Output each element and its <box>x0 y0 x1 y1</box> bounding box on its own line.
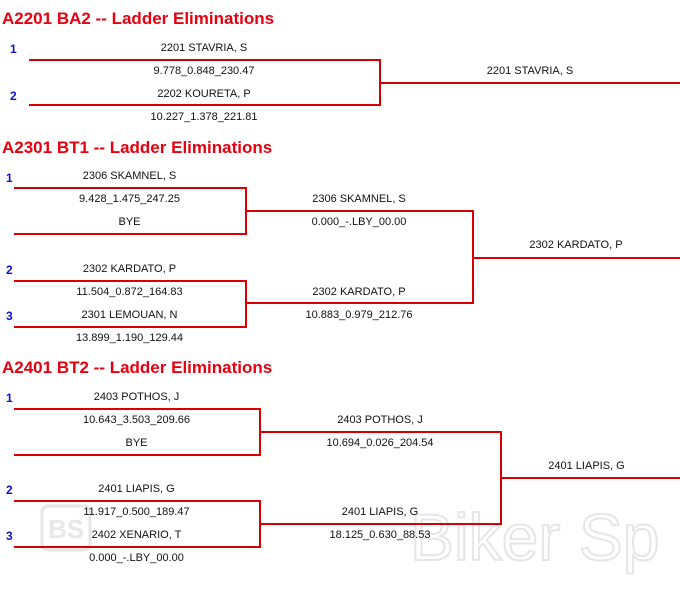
bracket-line <box>14 187 247 189</box>
bracket-line <box>14 546 261 548</box>
seed-number: 2 <box>6 263 13 277</box>
seed-number: 1 <box>10 42 17 56</box>
competitor-stats: 9.778_0.848_230.47 <box>153 65 255 77</box>
bracket-line <box>14 280 247 282</box>
competitor-name: 2306 SKAMNEL, S <box>82 170 177 182</box>
competitor-stats: 11.917_0.500_189.47 <box>83 506 190 518</box>
competitor-name: 2306 SKAMNEL, S <box>312 193 406 205</box>
competitor-name: 2302 KARDATO, P <box>82 263 177 275</box>
competitor-stats: 10.694_0.026_204.54 <box>326 437 434 449</box>
bracket-line <box>14 500 261 502</box>
competitor-name: BYE <box>118 216 141 228</box>
competitor-name: 2301 LEMOUAN, N <box>81 309 178 321</box>
bracket-line <box>259 431 502 433</box>
seed-number: 1 <box>6 391 13 405</box>
competitor-stats: 10.883_0.979_212.76 <box>305 309 413 321</box>
winner-name: 2401 LIAPIS, G <box>548 460 625 472</box>
bracket-line <box>14 233 247 235</box>
winner-name: 2302 KARDATO, P <box>529 239 623 251</box>
bracket-line <box>245 210 474 212</box>
seed-number: 2 <box>6 483 13 497</box>
competitor-name: 2403 POTHOS, J <box>93 391 180 403</box>
bracket-line <box>29 104 381 106</box>
competitor-stats: 0.000_-.LBY_00.00 <box>311 216 407 228</box>
bracket-line <box>14 454 261 456</box>
seed-number: 3 <box>6 529 13 543</box>
competitor-name: 2401 LIAPIS, G <box>341 506 419 518</box>
seed-number: 3 <box>6 309 13 323</box>
competitor-name: 2202 KOURETA, P <box>157 88 251 100</box>
competitor-stats: 10.643_3.503_209.66 <box>82 414 191 426</box>
bracket-line <box>259 523 502 525</box>
competitor-name: BYE <box>125 437 148 449</box>
competitor-stats: 18.125_0.630_88.53 <box>329 529 431 541</box>
bracket-line <box>14 408 261 410</box>
seed-number: 1 <box>6 171 13 185</box>
bracket-line <box>379 82 680 84</box>
bracket-line <box>14 326 247 328</box>
section-title-ba2: A2201 BA2 -- Ladder Eliminations <box>2 9 275 28</box>
competitor-name: 2403 POTHOS, J <box>337 414 423 426</box>
competitor-name: 2201 STAVRIA, S <box>160 42 248 54</box>
watermark-logo-mark: BS <box>48 514 84 544</box>
competitor-stats: 10.227_1.378_221.81 <box>150 111 258 123</box>
competitor-stats: 0.000_-.LBY_00.00 <box>89 552 184 564</box>
seed-number: 2 <box>10 89 17 103</box>
competitor-name: 2402 XENARIO, T <box>91 529 182 541</box>
bracket-line <box>29 59 381 61</box>
watermark-logo: BS Biker Sp <box>40 499 660 575</box>
bracket-line <box>472 257 680 259</box>
bracket-connector <box>245 280 247 328</box>
competitor-stats: 11.504_0.872_164.83 <box>76 286 183 298</box>
watermark-text: Biker Sp <box>410 500 659 574</box>
winner-name: 2201 STAVRIA, S <box>486 65 574 77</box>
section-title-bt1: A2301 BT1 -- Ladder Eliminations <box>2 138 273 157</box>
competitor-name: 2401 LIAPIS, G <box>98 483 175 495</box>
competitor-stats: 9.428_1.475_247.25 <box>79 193 180 205</box>
bracket-line <box>500 477 680 479</box>
competitor-name: 2302 KARDATO, P <box>312 286 406 298</box>
bracket-line <box>245 302 474 304</box>
section-title-bt2: A2401 BT2 -- Ladder Eliminations <box>2 358 273 377</box>
competitor-stats: 13.899_1.190_129.44 <box>75 332 184 344</box>
